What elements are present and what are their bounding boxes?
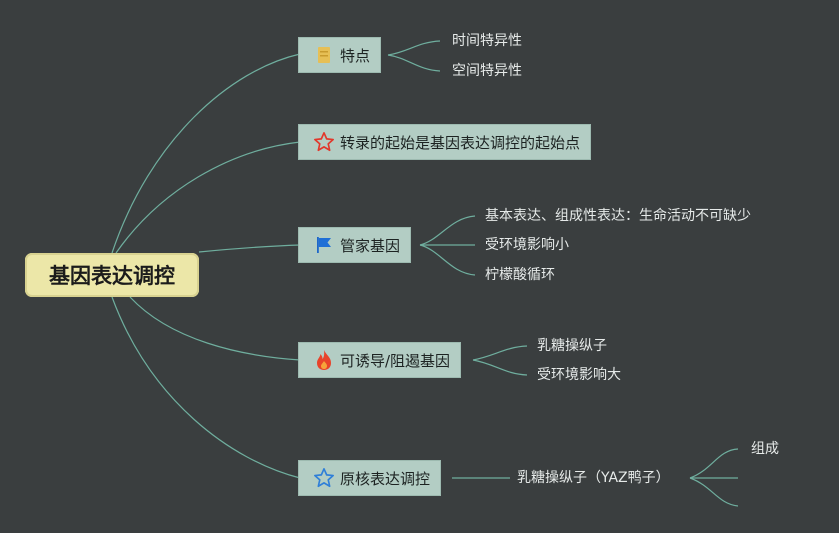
leaf-item[interactable]: 组成	[751, 441, 779, 457]
branch-label: 管家基因	[340, 236, 401, 255]
branch-label: 转录的起始是基因表达调控的起始点	[340, 133, 581, 152]
leaf-item[interactable]: 受环境影响小	[485, 237, 569, 253]
branch-node-housekeeping-genes[interactable]: 管家基因	[298, 227, 412, 263]
connector-b3-l1	[419, 215, 476, 246]
branch-label: 可诱导/阻遏基因	[340, 351, 451, 370]
leaf-item[interactable]: 乳糖操纵子	[537, 338, 607, 354]
branch-node-prokaryotic-regulation[interactable]: 原核表达调控	[298, 460, 442, 496]
star-blue-icon	[313, 467, 335, 489]
fire-icon	[313, 349, 335, 371]
connector-b4-l2	[472, 359, 528, 376]
branch-label: 特点	[340, 46, 371, 65]
branch-label: 原核表达调控	[340, 469, 431, 488]
connector-root-b2	[115, 141, 301, 254]
leaf-item[interactable]: 柠檬酸循环	[485, 267, 555, 283]
connector-b5-gc3	[689, 477, 739, 507]
leaf-item[interactable]: 受环境影响大	[537, 367, 621, 383]
connector-root-b5	[111, 296, 301, 479]
connector-root-b3	[198, 244, 301, 253]
root-label: 基因表达调控	[49, 264, 175, 288]
connector-b1-l2	[387, 54, 441, 72]
branch-node-features[interactable]: 特点	[298, 37, 382, 73]
connector-b5-gc1	[689, 448, 739, 479]
connector-root-b1	[111, 53, 301, 254]
leaf-item[interactable]: 乳糖操纵子（YAZ鸭子）	[517, 470, 670, 486]
leaf-item[interactable]: 空间特异性	[452, 63, 522, 79]
branch-node-transcription-start[interactable]: 转录的起始是基因表达调控的起始点	[298, 124, 592, 160]
connector-root-b4	[129, 296, 301, 361]
root-node[interactable]: 基因表达调控	[25, 253, 199, 297]
star-red-icon	[313, 131, 335, 153]
flag-icon	[313, 234, 335, 256]
lock-icon	[313, 44, 335, 66]
leaf-item[interactable]: 基本表达、组成性表达：生命活动不可缺少	[485, 208, 751, 224]
connector-b1-l1	[387, 40, 441, 56]
leaf-item[interactable]: 时间特异性	[452, 33, 522, 49]
connector-b4-l1	[472, 345, 528, 361]
connector-b3-l3	[419, 244, 476, 276]
branch-node-inducible-genes[interactable]: 可诱导/阻遏基因	[298, 342, 462, 378]
